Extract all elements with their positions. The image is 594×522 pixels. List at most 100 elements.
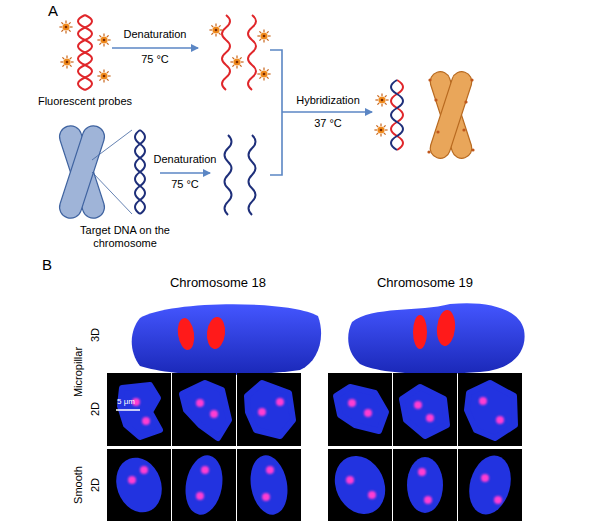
nucleus-2d [326,448,395,522]
signal-dot [428,78,431,81]
labelled-chromosome [427,69,474,161]
row-label: 2D [89,478,102,492]
fish-signal [176,317,196,351]
fish-signal [414,401,422,409]
row-label: 2D [89,402,102,416]
red-strand [78,15,92,90]
fish-signal [140,466,148,474]
nucleus-2d [109,451,169,519]
fluorophore [230,55,243,68]
fish-signal [418,468,426,476]
step-name: Hybridization [296,94,360,107]
fish-signal [210,410,218,418]
denatured-probes [222,15,256,90]
chromosome-icon [57,123,108,221]
column-header: Chromosome 18 [170,276,266,291]
zoom-line [92,130,132,160]
fish-signal [435,309,456,346]
fish-signal [494,496,502,504]
fish-signal [496,416,504,424]
fish-signal [364,409,372,417]
micrograph [172,373,236,446]
fish-signal [142,417,150,425]
fish-signal [413,315,427,349]
hybrid-helix [391,80,403,150]
process-arrow [160,172,210,174]
chromatid [428,69,475,161]
fish-signal [201,466,209,474]
fluorophore [257,29,270,42]
chromatid [57,123,108,221]
fluorophore [374,123,387,136]
blue-strand [249,135,256,215]
micrograph [393,449,457,521]
signal-dots [427,78,474,153]
nucleus-2d [336,387,386,431]
nucleus-2d [247,383,293,436]
fish-signal [481,474,489,482]
signal-dot [471,148,474,151]
step-name: Denaturation [154,153,217,166]
fish-signal [266,466,274,474]
component-label: Fluorescent probes [38,95,132,108]
nucleus-3d [348,303,524,374]
micrograph [172,449,236,521]
blue-strand [135,130,145,214]
scale-label: 5 μm [117,397,135,406]
micrograph-row [107,449,522,521]
step-name: Denaturation [124,28,187,41]
micrograph-row [107,373,522,446]
scale-bar [116,409,140,411]
signal-dot [427,150,430,153]
process-arrow [112,47,198,49]
nucleus-2d [181,452,227,517]
step-temperature: 75 °C [171,178,199,191]
fluorophore [60,55,73,68]
fish-signal [346,476,354,484]
nucleus-3d [132,304,321,375]
fluorophore [257,67,270,80]
signals-micropillar [132,397,504,425]
chromatid [428,69,475,161]
probe-helix [78,15,92,90]
nucleus-2d [407,457,443,513]
signal-dot [464,100,467,103]
chromatid [57,123,108,221]
row-label: 3D [89,328,102,342]
denatured-target [225,135,256,215]
fish-signal [128,476,136,484]
fish-signal [348,399,356,407]
fish-signal [258,408,266,416]
micrograph [458,449,522,521]
signal-dot [434,98,437,101]
target-helix [135,130,145,214]
nucleus-2d [463,451,517,519]
blue-strand [225,135,232,215]
fish-signal [196,492,204,500]
signal-dot [436,130,439,133]
micrograph [393,373,457,446]
red-strand [222,15,230,90]
nucleus-2d [246,452,292,517]
nucleus-2d [467,383,515,438]
micrograph [458,373,522,446]
nucleus-2d [182,383,229,438]
step-temperature: 75 °C [141,53,169,66]
nucleus-2d [402,387,447,436]
fish-signal [196,399,204,407]
nucleus-2d [120,385,160,437]
fluorophore [97,33,110,46]
fish-signal [262,493,270,501]
fish-signal [368,491,376,499]
fish-signal [426,414,434,422]
fish-signal [276,398,284,406]
row-label: Smooth [72,466,85,504]
signals-smooth [128,466,502,504]
merge-bracket [270,50,282,175]
nuclei-smooth [109,448,517,522]
step-temperature: 37 °C [314,117,342,130]
column-header: Chromosome 19 [377,276,473,291]
fish-signal [479,397,487,405]
